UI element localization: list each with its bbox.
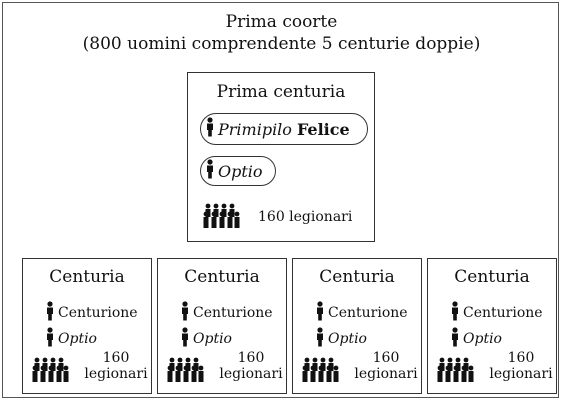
legionaries-group-icon	[31, 357, 69, 387]
optio-label: Optio	[328, 331, 367, 347]
person-icon	[45, 301, 55, 325]
century-box: Centuria Centurione Optio 160 legionari	[157, 258, 287, 394]
legionaries-number: 160	[102, 350, 130, 366]
centurion-label: Centurione	[58, 305, 138, 321]
legionaries-count: 160 legionari	[214, 350, 288, 382]
legionaries-number: 160	[237, 350, 265, 366]
legionaries-group-icon	[301, 357, 339, 387]
legionaries-unit: legionari	[354, 366, 418, 382]
primipilo-name: Felice	[296, 119, 350, 139]
legionaries-unit: legionari	[489, 366, 553, 382]
optio-row: Optio	[180, 327, 232, 351]
cohort-title: Prima coorte	[225, 12, 338, 32]
person-icon	[205, 117, 215, 141]
century-box: Centuria Centurione Optio 160 legionari	[22, 258, 152, 394]
legionaries-unit: legionari	[84, 366, 148, 382]
centurion-label: Centurione	[328, 305, 408, 321]
person-icon	[315, 301, 325, 325]
optio-label: Optio	[218, 161, 263, 181]
person-icon	[450, 327, 460, 351]
person-icon	[205, 159, 215, 183]
optio-label: Optio	[463, 331, 502, 347]
centurion-row: Centurione	[315, 301, 408, 325]
centurion-label: Centurione	[463, 305, 543, 321]
optio-label: Optio	[193, 331, 232, 347]
centurion-row: Centurione	[450, 301, 543, 325]
legionaries-count: 160 legionari	[484, 350, 558, 382]
centurion-row: Centurione	[180, 301, 273, 325]
century-box: Centuria Centurione Optio 160 legionari	[427, 258, 557, 394]
optio-row: Optio	[315, 327, 367, 351]
first-century-title: Prima centuria	[216, 82, 346, 102]
legionaries-number: 160	[372, 350, 400, 366]
first-century-legionaries: 160 legionari	[258, 209, 353, 225]
person-icon	[180, 301, 190, 325]
legionaries-group-icon	[436, 357, 474, 387]
century-title: Centuria	[454, 267, 530, 287]
legionaries-count: 160 legionari	[79, 350, 153, 382]
person-icon	[180, 327, 190, 351]
centurion-label: Centurione	[193, 305, 273, 321]
primipilo-pill: Primipilo Felice	[200, 113, 368, 145]
century-box: Centuria Centurione Optio 160 legionari	[292, 258, 422, 394]
centurion-row: Centurione	[45, 301, 138, 325]
century-title: Centuria	[184, 267, 260, 287]
cohort-subtitle: (800 uomini comprendente 5 centurie dopp…	[82, 34, 481, 54]
legionaries-unit: legionari	[219, 366, 283, 382]
diagram-frame	[2, 2, 559, 398]
person-icon	[450, 301, 460, 325]
legionaries-group-icon	[202, 203, 240, 233]
century-title: Centuria	[49, 267, 125, 287]
primipilo-role: Primipilo	[218, 119, 292, 139]
person-icon	[45, 327, 55, 351]
person-icon	[315, 327, 325, 351]
first-century-box: Prima centuria Primipilo Felice Optio	[187, 72, 375, 242]
century-title: Centuria	[319, 267, 395, 287]
legionaries-number: 160	[507, 350, 535, 366]
optio-row: Optio	[450, 327, 502, 351]
legionaries-count: 160 legionari	[349, 350, 423, 382]
legionaries-group-icon	[166, 357, 204, 387]
optio-label: Optio	[58, 331, 97, 347]
optio-row: Optio	[45, 327, 97, 351]
optio-pill: Optio	[200, 156, 276, 186]
